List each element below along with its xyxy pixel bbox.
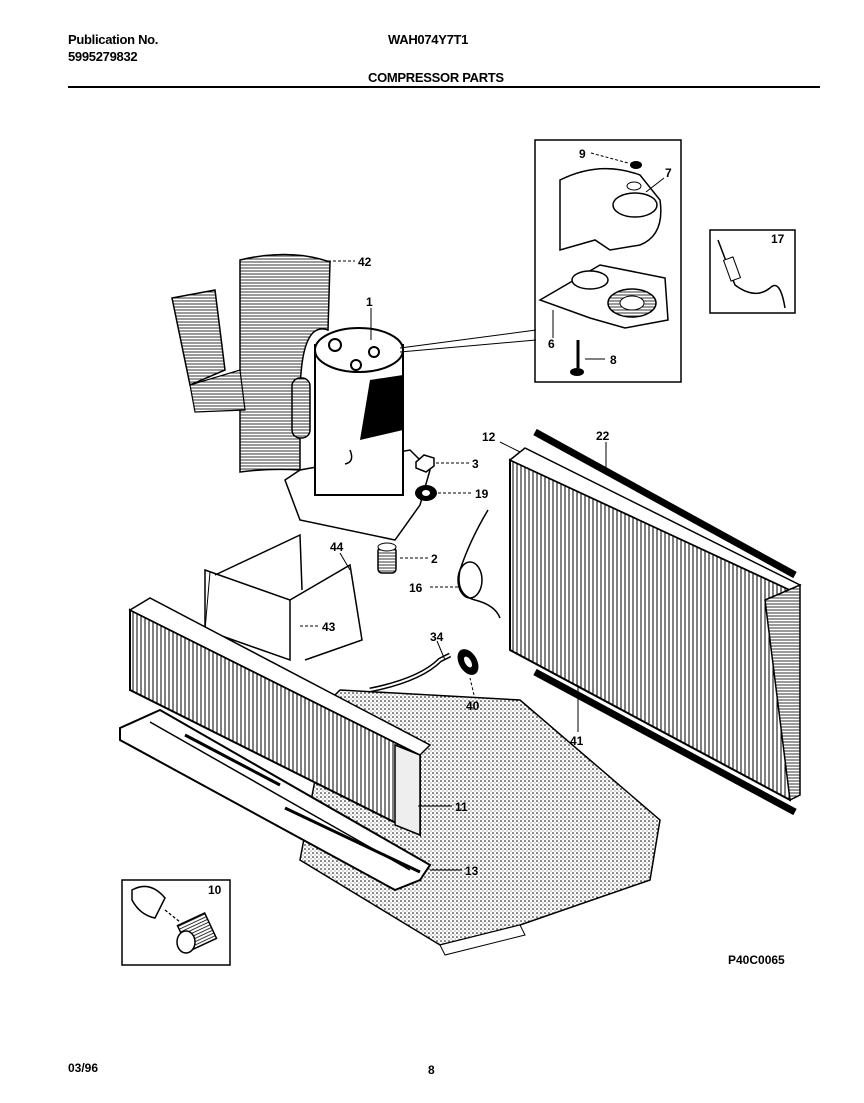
callout-10: 10 xyxy=(208,883,222,897)
model-number: WAH074Y7T1 xyxy=(388,32,469,47)
callout-19: 19 xyxy=(475,487,489,501)
tube-grommet xyxy=(457,649,479,675)
callout-9: 9 xyxy=(579,147,586,161)
grommet xyxy=(377,542,397,574)
callout-7: 7 xyxy=(665,166,672,180)
nut xyxy=(415,454,435,473)
figure-code: P40C0065 xyxy=(728,953,785,967)
header-rule xyxy=(68,86,820,88)
publication-number: 5995279832 xyxy=(68,49,138,64)
callout-22: 22 xyxy=(596,429,610,443)
callout-44: 44 xyxy=(330,540,344,554)
callout-12: 12 xyxy=(482,430,496,444)
capacitor-inset xyxy=(121,879,231,966)
bracket xyxy=(214,533,363,661)
blower-scroll xyxy=(171,253,331,473)
callout-6: 6 xyxy=(548,337,555,351)
footer-date: 03/96 xyxy=(68,1061,99,1075)
callout-34: 34 xyxy=(430,630,444,644)
callout-8: 8 xyxy=(610,353,617,367)
leader-lines xyxy=(300,152,665,871)
condenser-coil xyxy=(508,447,802,802)
callout-43: 43 xyxy=(322,620,336,634)
callout-13: 13 xyxy=(465,864,479,878)
callout-11: 11 xyxy=(455,800,468,814)
callout-1: 1 xyxy=(366,295,373,309)
capillary-tube xyxy=(457,509,501,619)
page-number: 8 xyxy=(428,1063,435,1077)
compressor xyxy=(284,327,431,541)
drain-pan xyxy=(119,708,432,892)
overload-inset xyxy=(709,229,796,314)
callout-3: 3 xyxy=(472,457,479,471)
callout-41: 41 xyxy=(570,734,584,748)
washer xyxy=(415,485,437,501)
callout-16: 16 xyxy=(409,581,423,595)
top-seal xyxy=(533,428,797,579)
drain-tube xyxy=(369,652,452,693)
publication-label: Publication No. xyxy=(68,32,159,47)
callout-42: 42 xyxy=(358,255,372,269)
callout-2: 2 xyxy=(431,552,438,566)
section-title: COMPRESSOR PARTS xyxy=(368,70,504,85)
callout-17: 17 xyxy=(771,232,785,246)
callout-40: 40 xyxy=(466,699,480,713)
evaporator-coil xyxy=(128,597,432,837)
terminal-cover-inset xyxy=(534,139,682,383)
